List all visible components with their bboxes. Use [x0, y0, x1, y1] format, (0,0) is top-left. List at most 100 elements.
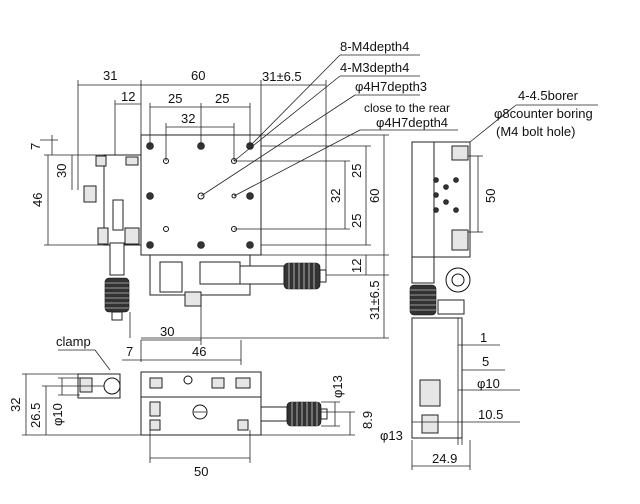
dim-label: 32: [8, 398, 23, 412]
hole: [183, 375, 193, 385]
hole: [453, 207, 459, 213]
dim-label: 26.5: [28, 403, 43, 428]
hole: [443, 184, 449, 190]
hole: [146, 192, 154, 200]
dim-label: 7: [28, 143, 43, 150]
note-label: φ4H7depth3: [355, 79, 427, 94]
dim-label: φ13: [380, 428, 403, 443]
screw: [149, 419, 161, 431]
dim-label: 32: [181, 111, 195, 126]
micrometer-end: [319, 269, 327, 283]
dimension-text: 31 60 31±6.5 12 25 25 32 7 30 46 32 25 6…: [8, 39, 593, 479]
micrometer-sleeve: [109, 242, 125, 276]
micrometer-sleeve: [239, 265, 285, 285]
screw: [112, 199, 124, 231]
dim-label: 7: [126, 344, 133, 359]
dim-label: 25: [349, 214, 364, 228]
note-label: 4-4.5borer: [518, 88, 579, 103]
bottom-part: [159, 261, 183, 293]
dim-label: 46: [30, 193, 45, 207]
dim-label: 50: [483, 189, 498, 203]
micrometer-end: [111, 311, 123, 321]
hole: [246, 241, 254, 249]
dim-label: 46: [192, 344, 206, 359]
dim-label: 12: [121, 89, 135, 104]
top-view: [83, 134, 327, 321]
dim-label: 30: [160, 324, 174, 339]
hole: [453, 177, 459, 183]
bottom-part: [199, 261, 241, 285]
clamp-knob-circle: [103, 377, 121, 395]
dim-label: 25: [168, 91, 182, 106]
knurl-lines: [291, 402, 318, 426]
dim-label: 30: [54, 164, 69, 178]
hole: [433, 177, 439, 183]
clamp-part: [124, 227, 140, 245]
clamp-knob: [79, 377, 93, 393]
hole: [443, 199, 449, 205]
screw: [235, 377, 251, 389]
note-label: 4-M3depth4: [340, 60, 409, 75]
screw: [419, 379, 441, 407]
front-view: [77, 371, 328, 436]
side-left-plate: [411, 141, 435, 258]
dim-label: 25: [349, 164, 364, 178]
dim-label: 60: [367, 189, 382, 203]
screw: [149, 377, 163, 389]
screw: [237, 419, 249, 431]
dim-label: 31: [103, 68, 117, 83]
side-lower-part: [437, 299, 465, 315]
clamp-part: [125, 156, 139, 166]
hole: [433, 207, 439, 213]
front-dimension-lines: [22, 373, 355, 463]
dim-label: 8.9: [360, 411, 375, 429]
note-label: close to the rear: [364, 101, 450, 115]
dim-label: φ13: [330, 375, 345, 398]
hole: [246, 192, 254, 200]
dim-label: 5: [482, 354, 489, 369]
dim-label: φ10: [50, 403, 65, 426]
screw: [451, 229, 469, 251]
micrometer-end: [320, 408, 328, 420]
side-knob-holder: [411, 256, 435, 284]
hole: [146, 241, 154, 249]
micrometer-thimble: [283, 262, 321, 290]
hole: [197, 241, 205, 249]
note-label: φ8counter boring: [494, 106, 593, 121]
dim-label: 50: [194, 464, 208, 479]
clamp-knob: [184, 291, 202, 307]
screw: [149, 401, 161, 417]
dim-label: 24.9: [432, 451, 457, 466]
screw: [451, 145, 469, 161]
dim-label: 32: [328, 189, 343, 203]
side-dimension-lines: [411, 155, 520, 470]
knurl-lines: [105, 282, 129, 309]
clamp-knob: [95, 155, 107, 167]
micrometer-sleeve: [260, 406, 288, 422]
hole: [433, 192, 439, 198]
clamp-label: clamp: [56, 334, 91, 349]
leader-lines: [58, 54, 598, 371]
screw: [211, 377, 225, 389]
screw: [421, 414, 439, 434]
dim-label: 31±6.5: [262, 69, 302, 84]
side-view: [409, 141, 471, 439]
note-label: 8-M4depth4: [340, 39, 409, 54]
dim-label: 1: [480, 330, 487, 345]
dim-label: 60: [191, 68, 205, 83]
dim-label: φ10: [477, 376, 500, 391]
note-label: (M4 bolt hole): [496, 124, 575, 139]
dim-label: 25: [215, 91, 229, 106]
hole: [163, 226, 169, 232]
dim-label: 12: [349, 259, 364, 273]
note-label: φ4H7depth4: [376, 115, 448, 130]
top-dimension-lines: [40, 80, 389, 365]
dim-label: 31±6.5: [367, 280, 382, 320]
clamp-knob: [83, 185, 97, 203]
knurl-lines: [288, 263, 315, 289]
dim-label: 10.5: [478, 407, 503, 422]
knurl-lines: [410, 289, 436, 311]
clamp-knob: [97, 227, 109, 245]
